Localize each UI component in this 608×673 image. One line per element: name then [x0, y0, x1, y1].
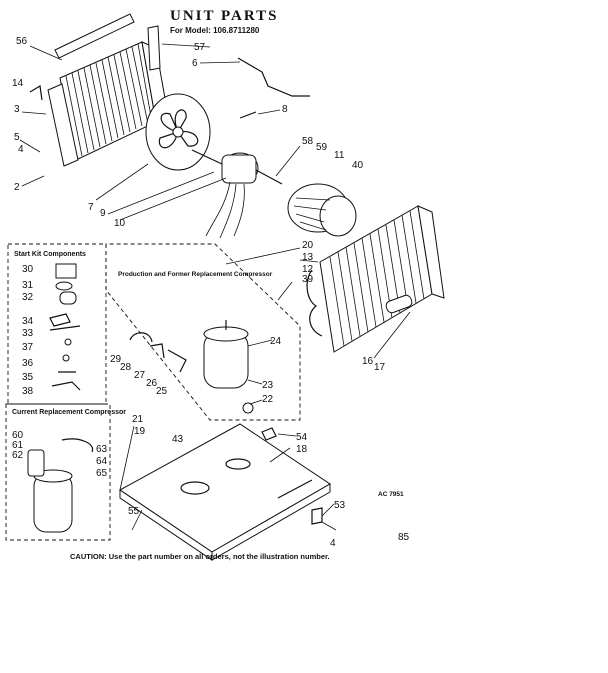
part-label: 22 [262, 394, 274, 405]
part-label: 55 [128, 506, 140, 517]
part-label: 3 [14, 104, 20, 115]
part-label: 65 [96, 468, 108, 479]
drawing-code: AC 7951 [378, 491, 404, 498]
part-label: 33 [22, 328, 34, 339]
part-label: 60 [12, 430, 24, 441]
production-note: Production and Former Replacement Compre… [118, 271, 273, 278]
part-label: 53 [334, 500, 346, 511]
part-label: 36 [22, 358, 34, 369]
part-label: 25 [156, 386, 168, 397]
part-label: 63 [96, 444, 108, 455]
part-number-labels: 56 57 6 14 3 8 5 4 2 7 9 10 58 59 11 40 … [12, 36, 386, 549]
part-label: 26 [146, 378, 158, 389]
part-label: 43 [172, 434, 184, 445]
part-label: 8 [282, 104, 288, 115]
part-label: 39 [302, 274, 314, 285]
part-label: 12 [302, 264, 314, 275]
current-compressor-heading: Current Replacement Compressor [12, 409, 126, 416]
part-label: 19 [134, 426, 146, 437]
part-label: 62 [12, 450, 24, 461]
part-label: 29 [110, 354, 122, 365]
part-label: 35 [22, 372, 34, 383]
blower-wheel [287, 183, 357, 237]
part-label: 57 [194, 42, 206, 53]
part-label: 10 [114, 218, 126, 229]
part-label: 7 [88, 202, 94, 213]
part-label: 32 [22, 292, 34, 303]
part-label: 21 [132, 414, 144, 425]
diagram-title: UNIT PARTS [170, 8, 279, 24]
fan-blade [145, 93, 211, 171]
screw-8 [239, 111, 257, 119]
part-label: 58 [302, 136, 314, 147]
part-label: 38 [22, 386, 34, 397]
fan-motor [191, 149, 283, 239]
start-kit-heading: Start Kit Components [14, 251, 86, 258]
production-compressor [129, 320, 254, 414]
part-label: 4 [330, 538, 336, 549]
bracket-14 [29, 85, 43, 101]
model-number: For Model: 106.8711280 [170, 26, 260, 35]
part-label: 2 [14, 182, 20, 193]
part-label: 6 [192, 58, 198, 69]
start-kit-parts [49, 263, 81, 391]
part-label: 34 [22, 316, 34, 327]
filter [385, 294, 413, 314]
leader-lines [19, 43, 411, 531]
part-label: 9 [100, 208, 106, 219]
part-label: 64 [96, 456, 108, 467]
current-compressor-box [5, 403, 111, 541]
part-label: 11 [334, 150, 345, 161]
part-label: 30 [22, 264, 34, 275]
start-kit-box [7, 243, 107, 405]
part-label: 18 [296, 444, 308, 455]
part-label: 17 [374, 362, 386, 373]
part-label: 13 [302, 252, 314, 263]
part-label: 61 [12, 440, 24, 451]
part-label: 37 [22, 342, 34, 353]
part-label: 24 [270, 336, 282, 347]
part-label: 56 [16, 36, 28, 47]
part-label: 54 [296, 432, 308, 443]
part-label: 59 [316, 142, 328, 153]
part-label: 5 [14, 132, 20, 143]
part-label: 23 [262, 380, 274, 391]
part-label: 31 [22, 280, 34, 291]
part-label: 16 [362, 356, 374, 367]
tube-6 [237, 57, 310, 97]
page-reference: 85 [398, 532, 410, 543]
part-label: 20 [302, 240, 314, 251]
production-compressor-outline [105, 243, 301, 421]
part-label: 40 [352, 160, 364, 171]
top-bracket [54, 13, 135, 59]
condenser-coil [47, 41, 171, 167]
caution-note: CAUTION: Use the part number on all orde… [70, 552, 330, 561]
part-label: 28 [120, 362, 132, 373]
part-label: 27 [134, 370, 146, 381]
side-bracket [147, 25, 161, 71]
base-pan [119, 423, 331, 561]
part-label: 14 [12, 78, 24, 89]
part-label: 4 [18, 144, 24, 155]
current-compressor [27, 438, 94, 533]
